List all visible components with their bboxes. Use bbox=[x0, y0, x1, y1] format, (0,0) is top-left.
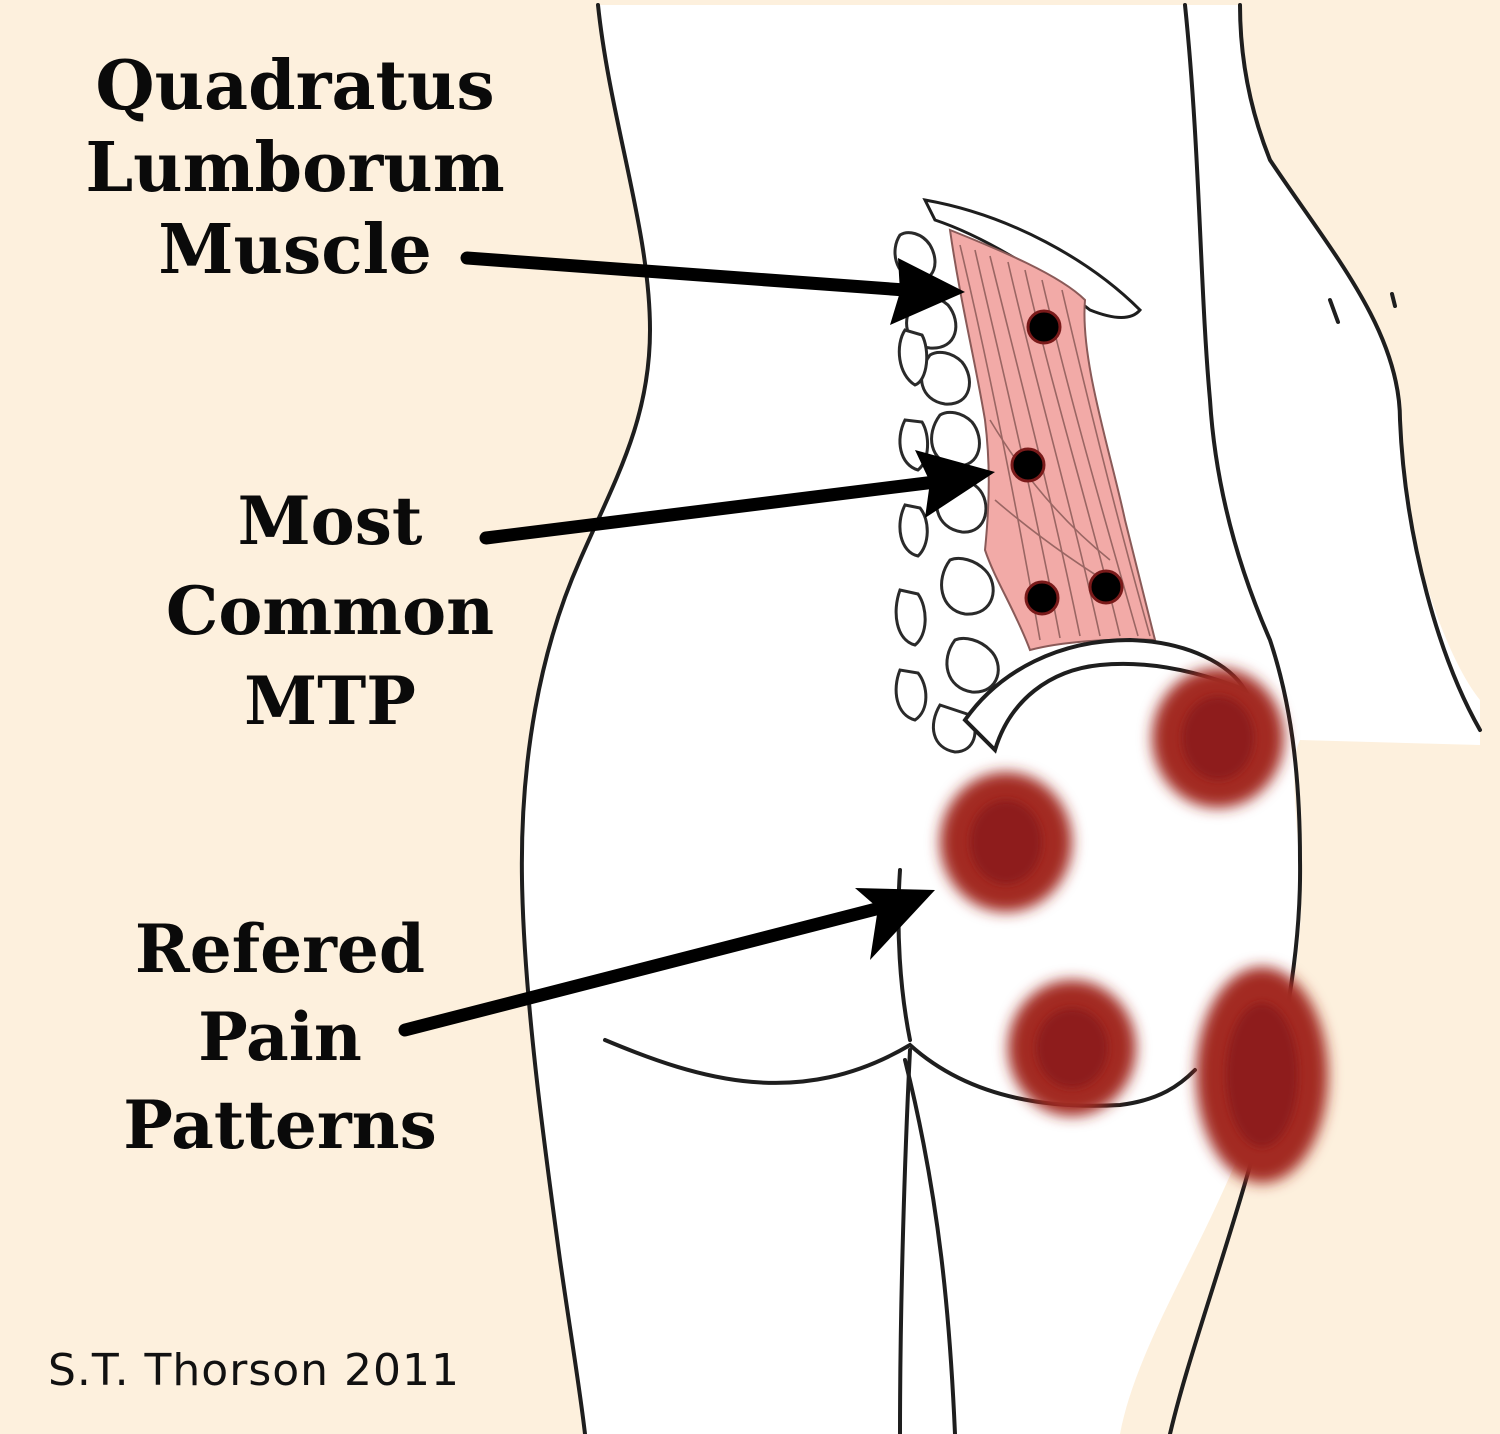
trigger-point bbox=[1088, 569, 1124, 605]
label-line: Common bbox=[165, 572, 495, 650]
label-line: Most bbox=[237, 482, 423, 560]
label-line: Lumborum bbox=[85, 128, 505, 208]
label-line: MTP bbox=[244, 662, 416, 740]
arrow-trigger-points bbox=[479, 450, 995, 545]
label-line: Pain bbox=[198, 998, 362, 1076]
trigger-points bbox=[1010, 309, 1124, 616]
pointer-arrows bbox=[398, 251, 995, 1037]
arrow-muscle bbox=[460, 251, 965, 325]
label-line: Refered bbox=[134, 910, 426, 988]
pain-zone-lower-left bbox=[1008, 980, 1136, 1116]
trigger-point bbox=[1010, 447, 1046, 483]
trigger-point bbox=[1026, 309, 1062, 345]
pain-zone-middle bbox=[940, 772, 1072, 912]
trigger-point bbox=[1024, 580, 1060, 616]
arrow-referred-pain bbox=[398, 888, 935, 1037]
rib-line bbox=[922, 198, 1143, 319]
author-credit: S.T. Thorson 2011 bbox=[48, 1345, 461, 1396]
pain-zone-lower-right bbox=[1196, 967, 1328, 1183]
label-most-common-mtp: Most Common MTP bbox=[150, 488, 510, 758]
label-referred-pain-patterns: Refered Pain Patterns bbox=[110, 916, 450, 1180]
label-line: Quadratus bbox=[95, 46, 495, 126]
label-quadratus-lumborum-muscle: Quadratus Lumborum Muscle bbox=[80, 52, 510, 298]
label-line: Muscle bbox=[158, 210, 432, 290]
pain-zone-upper-right bbox=[1152, 668, 1284, 808]
referred-pain-zones bbox=[940, 668, 1328, 1183]
label-line: Patterns bbox=[123, 1086, 437, 1164]
